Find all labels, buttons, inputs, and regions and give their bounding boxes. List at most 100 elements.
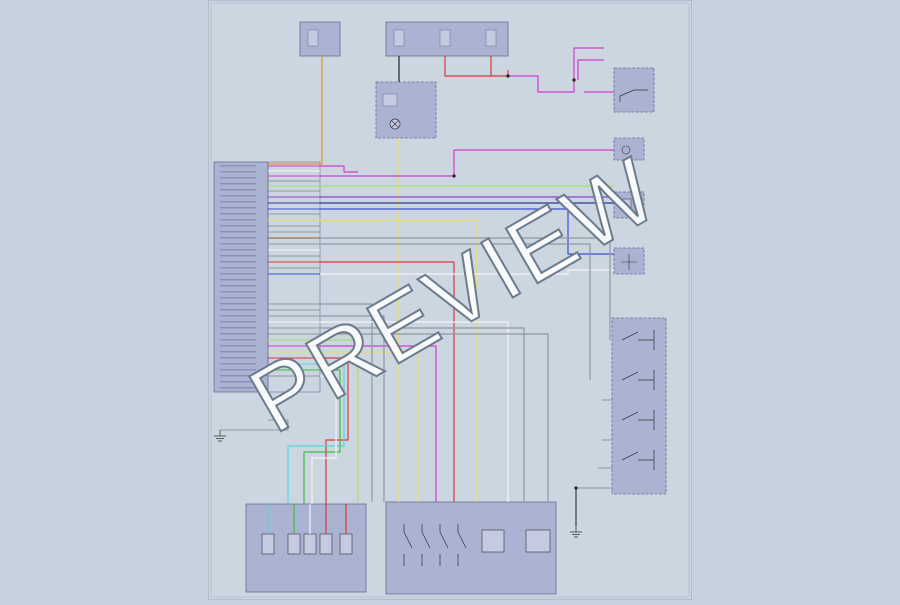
splice-dot-4 [566, 207, 570, 211]
wire-red-solenoid [320, 357, 349, 504]
schematic-sheet [207, 0, 693, 601]
splice-dot-2 [572, 78, 576, 82]
pcm-pin-label-bar [220, 369, 256, 371]
pcm-pin-label-bar [220, 243, 256, 245]
solenoid-coil-5 [339, 533, 353, 555]
pcm-pin-label-bar [220, 201, 256, 203]
wire-grey-down-2 [320, 315, 385, 502]
pcm-pin-label-bar [220, 291, 256, 293]
powertrain-control-module [213, 161, 321, 393]
wire-white-down [320, 321, 509, 502]
wire-red-top [444, 56, 509, 77]
range-switch-contact-4 [457, 524, 467, 566]
wire-white-solenoid [311, 375, 337, 504]
ground-symbol-right [570, 526, 582, 538]
instrument-cluster [375, 81, 437, 139]
switch-contact-2 [621, 370, 655, 390]
wire-pink-branch [573, 47, 604, 80]
wiring-schematic [207, 0, 693, 601]
ground-symbol-left [214, 430, 226, 442]
pcm-pin-label-bar [220, 183, 256, 185]
pcm-pin-label-bar [220, 327, 256, 329]
wire-grey-down-3 [320, 327, 525, 502]
temperature-sensor-component [613, 247, 645, 275]
splice-points [452, 74, 578, 490]
pcm-pin-label-bar [220, 261, 256, 263]
wire-grey-down-4 [320, 333, 549, 502]
pcm-pin-label-bar [220, 309, 256, 311]
pcm-pin-label-bar [220, 207, 256, 209]
pcm-pin-label-bar [220, 219, 256, 221]
pcm-pin-label-bar [220, 273, 256, 275]
solenoid-coil-4 [319, 533, 333, 555]
wire-pink-down [320, 345, 437, 502]
pcm-pin-label-bar [220, 213, 256, 215]
switch-contact-1 [621, 330, 655, 350]
pcm-pin-label-bar [220, 189, 256, 191]
wire-orange-feed [268, 56, 323, 165]
pcm-pin-label-bar [220, 225, 256, 227]
fuse-box-left [299, 21, 341, 57]
solenoid-coil-1 [261, 533, 275, 555]
wire-grey-switch-2 [320, 243, 591, 380]
pcm-pin-label-bar [220, 285, 256, 287]
pcm-pin-label-bar [220, 315, 256, 317]
wire-yellow-down [320, 351, 419, 502]
range-switch-contact-3 [439, 524, 449, 566]
wire-pink-branch-2 [577, 59, 604, 80]
transfer-case-switch-assembly [611, 317, 667, 495]
pcm-pin-label-bar [220, 381, 256, 383]
pcm-pin-label-bar [220, 255, 256, 257]
pcm-pin-label-bar [220, 303, 256, 305]
automatic-transmission-solenoid-block [245, 503, 367, 593]
pressure-switch-component [613, 191, 645, 219]
wire-red-pcm [320, 261, 455, 502]
pcm-pin-label-bar [220, 363, 256, 365]
pcm-pin-label-bar [220, 333, 256, 335]
wire-cyan-solenoid [287, 363, 345, 504]
wire-white-temp [320, 269, 614, 275]
wire-grey-switch [320, 237, 611, 340]
pcm-pin-label-bar [220, 177, 256, 179]
pcm-pin-label-bar [220, 267, 256, 269]
splice-dot-1 [506, 74, 510, 78]
pcm-pin-label-bar [220, 351, 256, 353]
brake-switch-component [613, 67, 655, 113]
wire-switch-ground [576, 487, 613, 494]
pcm-pin-label-bar [220, 339, 256, 341]
splice-dot-3 [452, 174, 456, 178]
wire-harness [220, 47, 614, 526]
pcm-pin-label-bar [220, 237, 256, 239]
solenoid-coil-2 [287, 533, 301, 555]
pcm-pin-label-bar [220, 375, 256, 377]
pcm-pin-label-bar [220, 171, 256, 173]
wire-grey-down-1 [320, 303, 373, 502]
pcm-pin-label-bar [220, 279, 256, 281]
range-switch-contact-2 [421, 524, 431, 566]
wire-pink-top [508, 75, 575, 93]
transmission-range-switch-block [385, 501, 557, 595]
wire-green-solenoid [303, 369, 341, 504]
wire-lightgreen-down [320, 339, 359, 502]
pcm-pin-label-bar [220, 231, 256, 233]
pcm-pin-label-bar [220, 165, 256, 167]
speed-sensor-component [613, 137, 645, 161]
switch-contact-4 [621, 450, 655, 470]
pcm-pin-label-bar [220, 357, 256, 359]
solenoid-coil-3 [303, 533, 317, 555]
wire-pink-speed [320, 149, 614, 177]
pcm-pin-label-bar [220, 387, 256, 389]
pcm-pin-label-bar [220, 321, 256, 323]
wire-yellow-pcm [320, 219, 477, 502]
range-switch-contact-1 [403, 524, 413, 566]
wire-pcm-pink-out [320, 165, 358, 173]
pcm-pin-label-bar [220, 345, 256, 347]
switch-contact-3 [621, 410, 655, 430]
pcm-pin-label-bar [220, 195, 256, 197]
pcm-pin-label-bar [220, 297, 256, 299]
wire-blue-temp [320, 208, 614, 255]
wire-ground-left [220, 419, 289, 431]
splice-dot-5 [574, 486, 578, 490]
pcm-pin-label-bar [220, 249, 256, 251]
